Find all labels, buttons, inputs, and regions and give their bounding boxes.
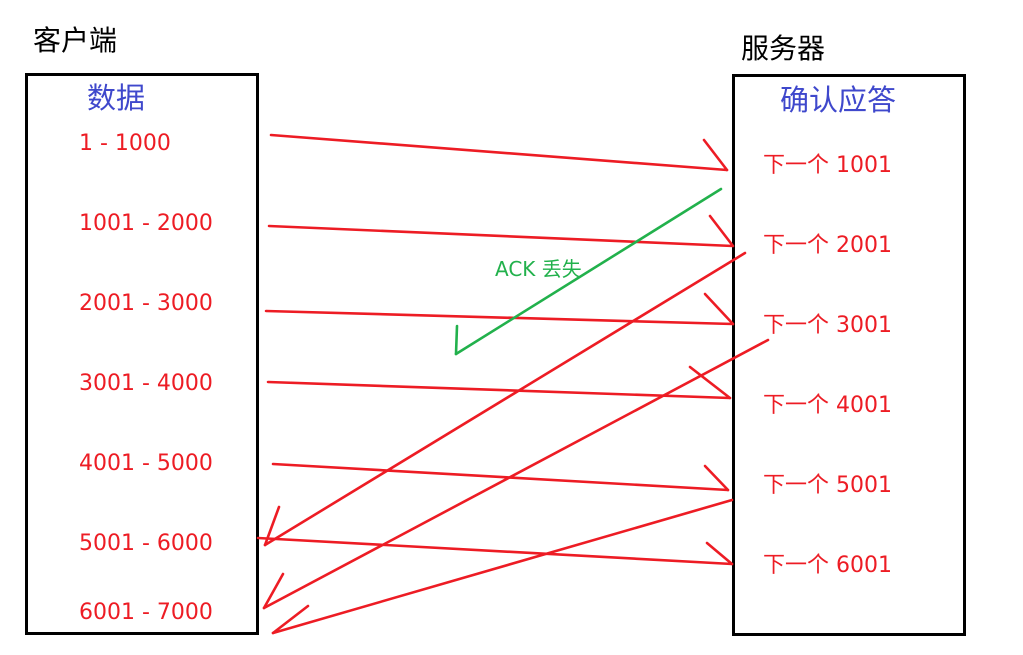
ack-arrow-3001	[262, 338, 770, 610]
ack-label: 下一个 5001	[763, 473, 892, 498]
segment-label: 1 - 1000	[79, 131, 171, 156]
segment-label: 6001 - 7000	[79, 600, 213, 625]
client-box	[25, 73, 259, 635]
server-ack-header: 确认应答	[780, 83, 897, 117]
data-arrow-3001-4000	[266, 365, 732, 400]
ack-arrow-5001	[271, 498, 734, 635]
ack-arrow-2001	[263, 251, 747, 547]
data-arrow-1-1000	[269, 133, 729, 172]
segment-label: 3001 - 4000	[79, 371, 213, 396]
client-data-header: 数据	[87, 81, 146, 115]
lost-ack-label: ACK 丢失	[495, 257, 582, 281]
data-arrow-4001-5000	[271, 462, 730, 492]
data-arrow-2001-3000	[264, 292, 735, 326]
segment-label: 4001 - 5000	[79, 451, 213, 476]
segment-label: 5001 - 6000	[79, 531, 213, 556]
server-box	[732, 74, 966, 636]
segment-label: 1001 - 2000	[79, 211, 213, 236]
ack-label: 下一个 6001	[763, 553, 892, 578]
ack-label: 下一个 3001	[763, 313, 892, 338]
lost-ack-arrow	[454, 187, 723, 356]
segment-label: 2001 - 3000	[79, 291, 213, 316]
ack-label: 下一个 1001	[763, 153, 892, 178]
ack-label: 下一个 2001	[763, 233, 892, 258]
data-arrow-5001-6000	[256, 536, 734, 566]
server-title: 服务器	[741, 32, 826, 65]
data-arrow-1001-2000	[267, 214, 735, 248]
client-title: 客户端	[33, 24, 118, 57]
ack-label: 下一个 4001	[763, 393, 892, 418]
